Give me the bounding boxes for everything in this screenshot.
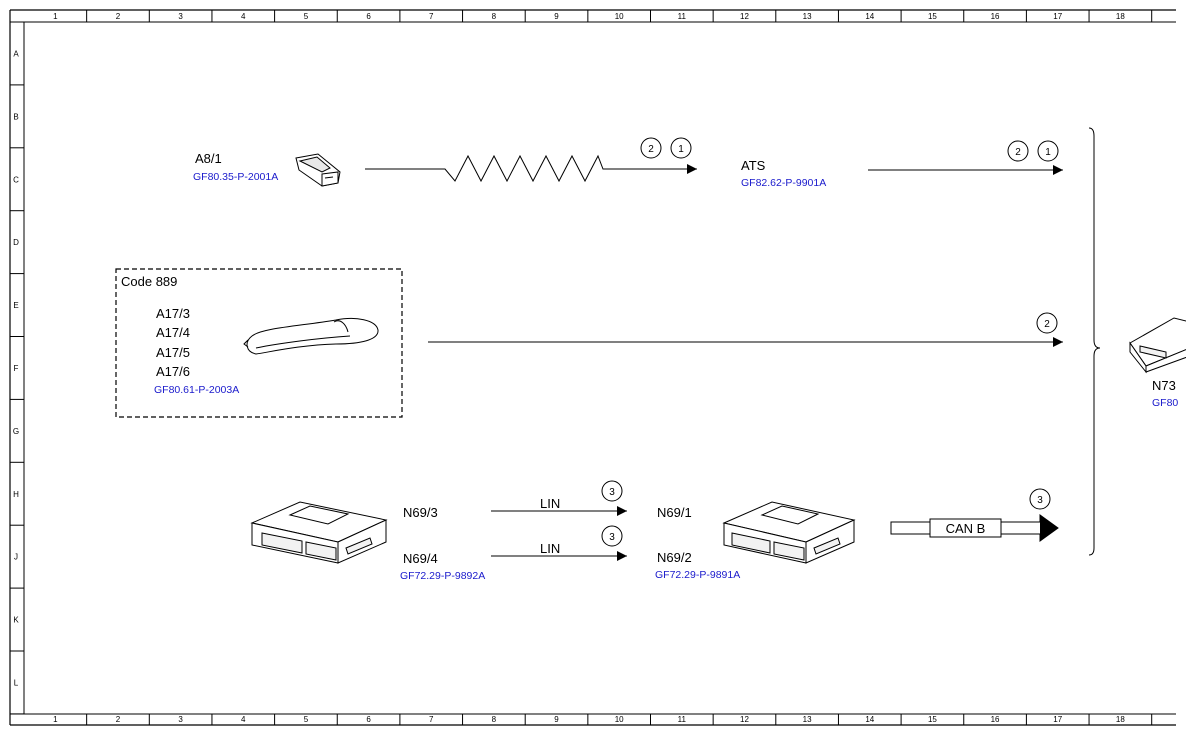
row-label: A (13, 49, 19, 58)
svg-text:2: 2 (648, 144, 654, 155)
row-ticks: A B C D E F G H J K L (10, 49, 24, 715)
n69-right-module-icon (722, 501, 856, 564)
n73-label: N73 (1152, 378, 1176, 393)
column-label-top: 3 (178, 12, 183, 21)
column-label-top: 16 (991, 12, 1000, 21)
column-label-top: 4 (241, 12, 246, 21)
collector-brace (1088, 127, 1101, 556)
a8-1-label: A8/1 (195, 151, 222, 166)
marker-can: 3 (1029, 488, 1051, 510)
column-label-top: 6 (366, 12, 371, 21)
column-label-bottom: 9 (554, 715, 559, 724)
column-label-bottom: 18 (1116, 715, 1125, 724)
column-label-top: 13 (803, 12, 812, 21)
row-label: G (13, 427, 19, 436)
lin-top-label: LIN (540, 496, 560, 511)
n73-module-icon (1129, 317, 1186, 374)
svg-text:2: 2 (1015, 147, 1021, 158)
marker-lin-top: 3 (601, 480, 623, 502)
n69-left-module-icon (250, 501, 388, 564)
column-label-bottom: 11 (678, 715, 687, 724)
marker-row2: 2 (1036, 312, 1058, 334)
column-label-top: 11 (678, 12, 687, 21)
code-889-title: Code 889 (121, 274, 177, 289)
column-label-top: 8 (492, 12, 497, 21)
column-label-top: 12 (740, 12, 749, 21)
column-label-top: 5 (304, 12, 309, 21)
column-label-bottom: 15 (928, 715, 937, 724)
column-label-top: 2 (116, 12, 121, 21)
n69-4-label: N69/4 (403, 551, 438, 566)
marker-lin-bottom: 3 (601, 525, 623, 547)
a17-ref-link[interactable]: GF80.61-P-2003A (154, 384, 239, 396)
column-label-top: 1 (53, 12, 58, 21)
ats-label: ATS (741, 158, 766, 173)
column-label-top: 7 (429, 12, 434, 21)
marker-row1-left: 2 1 (640, 137, 692, 159)
a17-4-label: A17/4 (156, 325, 190, 340)
svg-text:1: 1 (1045, 147, 1051, 158)
column-label-top: 18 (1116, 12, 1125, 21)
door-handle-icon (243, 317, 379, 355)
drawing-frame: 1122334455667788991010111112121313141415… (9, 9, 1176, 726)
svg-text:3: 3 (609, 487, 615, 498)
row-label: J (14, 553, 18, 562)
column-label-bottom: 8 (492, 715, 497, 724)
column-label-bottom: 3 (178, 715, 183, 724)
column-label-bottom: 7 (429, 715, 434, 724)
column-label-bottom: 4 (241, 715, 246, 724)
column-label-bottom: 5 (304, 715, 309, 724)
code-889-box: Code 889 A17/3 A17/4 A17/5 A17/6 GF80.61… (115, 268, 403, 418)
n69-2-label: N69/2 (657, 550, 692, 565)
a17-5-label: A17/5 (156, 345, 190, 360)
column-label-top: 9 (554, 12, 559, 21)
can-b-label: CAN B (946, 521, 986, 536)
a17-3-label: A17/3 (156, 306, 190, 321)
row-label: F (14, 364, 19, 373)
key-fob-icon (295, 153, 341, 187)
column-label-bottom: 13 (803, 715, 812, 724)
row-label: D (13, 238, 19, 247)
lin-bottom-label: LIN (540, 541, 560, 556)
marker-row1-right: 2 1 (1007, 140, 1059, 162)
column-label-bottom: 2 (116, 715, 121, 724)
a17-6-label: A17/6 (156, 364, 190, 379)
n69-right-ref-link[interactable]: GF72.29-P-9891A (655, 569, 740, 581)
column-label-bottom: 1 (53, 715, 58, 724)
column-label-top: 14 (865, 12, 874, 21)
row-label: K (13, 616, 19, 625)
n69-1-label: N69/1 (657, 505, 692, 520)
column-label-bottom: 14 (865, 715, 874, 724)
column-label-bottom: 17 (1053, 715, 1062, 724)
column-label-bottom: 16 (991, 715, 1000, 724)
a8-1-wireless-link (365, 154, 697, 183)
n69-left-ref-link[interactable]: GF72.29-P-9892A (400, 570, 485, 582)
n69-3-label: N69/3 (403, 505, 438, 520)
svg-text:3: 3 (1037, 495, 1043, 506)
row-label: B (13, 112, 18, 121)
can-b-bus-arrow (890, 514, 1059, 542)
column-ticks: 1122334455667788991010111112121313141415… (53, 10, 1153, 725)
column-label-bottom: 6 (366, 715, 371, 724)
svg-text:1: 1 (678, 144, 684, 155)
row-label: E (13, 301, 18, 310)
ats-ref-link[interactable]: GF82.62-P-9901A (741, 177, 826, 189)
row-label: H (13, 490, 19, 499)
row-label: C (13, 175, 19, 184)
a8-1-group: A8/1 GF80.35-P-2001A (193, 151, 341, 187)
row-label: L (14, 678, 19, 687)
column-label-top: 17 (1053, 12, 1062, 21)
column-label-top: 10 (615, 12, 624, 21)
svg-text:3: 3 (609, 532, 615, 543)
a8-1-ref-link[interactable]: GF80.35-P-2001A (193, 171, 278, 183)
n73-ref-link[interactable]: GF80 (1152, 397, 1178, 409)
svg-text:2: 2 (1044, 319, 1050, 330)
column-label-top: 15 (928, 12, 937, 21)
column-label-bottom: 10 (615, 715, 624, 724)
column-label-bottom: 12 (740, 715, 749, 724)
